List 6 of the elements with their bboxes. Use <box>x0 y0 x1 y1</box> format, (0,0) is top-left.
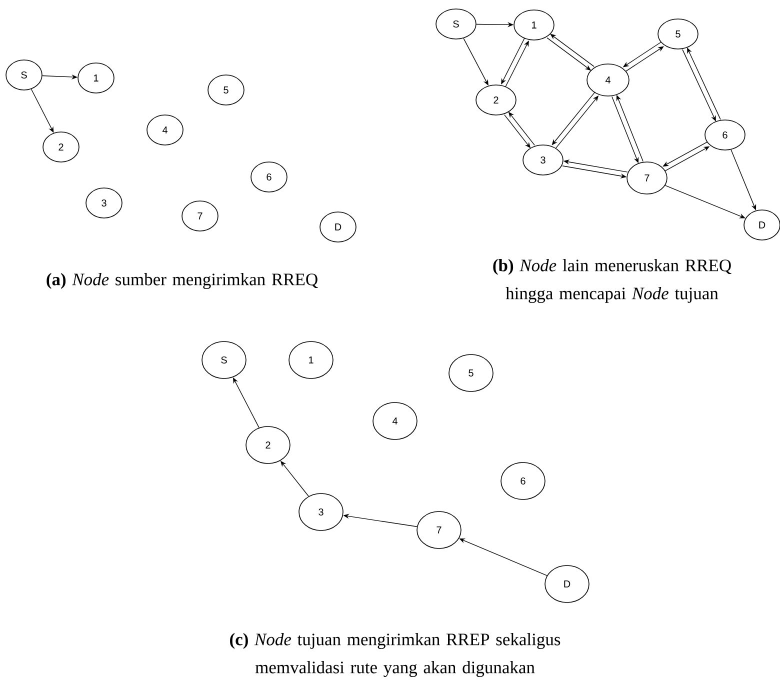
caption: (b) Node lain meneruskan RREQ hingga mencapai Node tujuan <box>493 259 732 303</box>
caption: (a) Node sumber mengirimkan RREQ <box>46 273 318 289</box>
arrow <box>625 46 664 72</box>
caption: (c) Node tujuan mengirimkan RREP sekaligus memvalidasi rute yang akan digunakan <box>230 633 560 677</box>
arrow <box>501 38 525 84</box>
arrow <box>505 40 529 88</box>
